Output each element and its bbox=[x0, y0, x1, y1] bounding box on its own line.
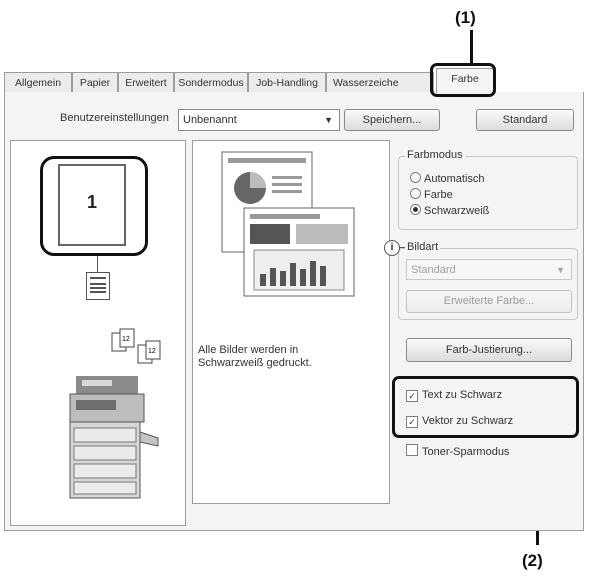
advanced-color-button[interactable]: Erweiterte Farbe... bbox=[406, 290, 572, 313]
tab-papier[interactable]: Papier bbox=[72, 72, 118, 92]
chevron-down-icon: ▼ bbox=[324, 115, 333, 125]
info-icon-connector bbox=[399, 247, 407, 248]
user-settings-value: Unbenannt bbox=[183, 114, 237, 126]
radio-schwarzweiss[interactable]: Schwarzweiß bbox=[410, 204, 489, 217]
radio-farbe[interactable]: Farbe bbox=[410, 188, 453, 201]
tab-job-handling[interactable]: Job-Handling bbox=[248, 72, 326, 92]
radio-dot bbox=[410, 172, 421, 183]
callout-label-1: (1) bbox=[455, 8, 476, 27]
tab-strip: Allgemein Papier Erweitert Sondermodus J… bbox=[4, 68, 584, 93]
image-type-legend: Bildart bbox=[405, 241, 441, 253]
page-number: 1 bbox=[86, 192, 97, 212]
tab-erweitert[interactable]: Erweitert bbox=[118, 72, 174, 92]
save-button[interactable]: Speichern... bbox=[344, 109, 440, 131]
color-mode-legend: Farbmodus bbox=[405, 149, 465, 161]
svg-text:12: 12 bbox=[122, 336, 130, 343]
radio-dot bbox=[410, 188, 421, 199]
color-adjust-button[interactable]: Farb-Justierung... bbox=[406, 338, 572, 362]
description-text: Alle Bilder werden in Schwarzweiß gedruc… bbox=[198, 344, 312, 369]
callout-label-2: (2) bbox=[522, 551, 543, 570]
tab-wasserzeichen[interactable]: Wasserzeiche bbox=[326, 72, 434, 92]
color-mode-group bbox=[398, 156, 578, 230]
user-settings-select[interactable]: Unbenannt ▼ bbox=[178, 109, 340, 131]
image-type-value: Standard bbox=[411, 264, 456, 276]
checkbox-highlight bbox=[392, 376, 579, 438]
chevron-down-icon: ▼ bbox=[556, 265, 565, 275]
image-type-select[interactable]: Standard ▼ bbox=[406, 259, 572, 280]
checkbox-checked: ✓ bbox=[406, 416, 418, 428]
info-icon: i bbox=[384, 240, 400, 256]
checkbox-vector-to-black[interactable]: ✓Vektor zu Schwarz bbox=[406, 415, 513, 428]
page-preview[interactable]: 1 bbox=[58, 164, 126, 246]
color-sample-illustration bbox=[221, 151, 355, 297]
callout-line-1 bbox=[470, 30, 473, 64]
checkbox-toner-save[interactable]: Toner-Sparmodus bbox=[406, 444, 509, 458]
tab-farbe[interactable]: Farbe bbox=[436, 68, 494, 93]
page-preview-highlight bbox=[40, 156, 148, 256]
connector-line bbox=[97, 256, 98, 272]
tab-farbe-highlight bbox=[430, 63, 496, 97]
svg-text:12: 12 bbox=[148, 348, 156, 355]
standard-button[interactable]: Standard bbox=[476, 109, 574, 131]
printer-icon bbox=[69, 376, 159, 499]
document-icon bbox=[86, 272, 110, 300]
checkbox-unchecked bbox=[406, 444, 418, 456]
checkbox-text-to-black[interactable]: ✓Text zu Schwarz bbox=[406, 389, 502, 402]
image-type-group bbox=[398, 248, 578, 320]
tab-allgemein[interactable]: Allgemein bbox=[4, 72, 72, 92]
user-settings-label: Benutzereinstellungen bbox=[60, 112, 169, 124]
radio-dot-selected bbox=[410, 204, 421, 215]
sorted-pages-icon: 12 12 bbox=[111, 328, 161, 364]
radio-automatisch[interactable]: Automatisch bbox=[410, 172, 485, 185]
tab-sondermodus[interactable]: Sondermodus bbox=[174, 72, 248, 92]
checkbox-checked: ✓ bbox=[406, 390, 418, 402]
